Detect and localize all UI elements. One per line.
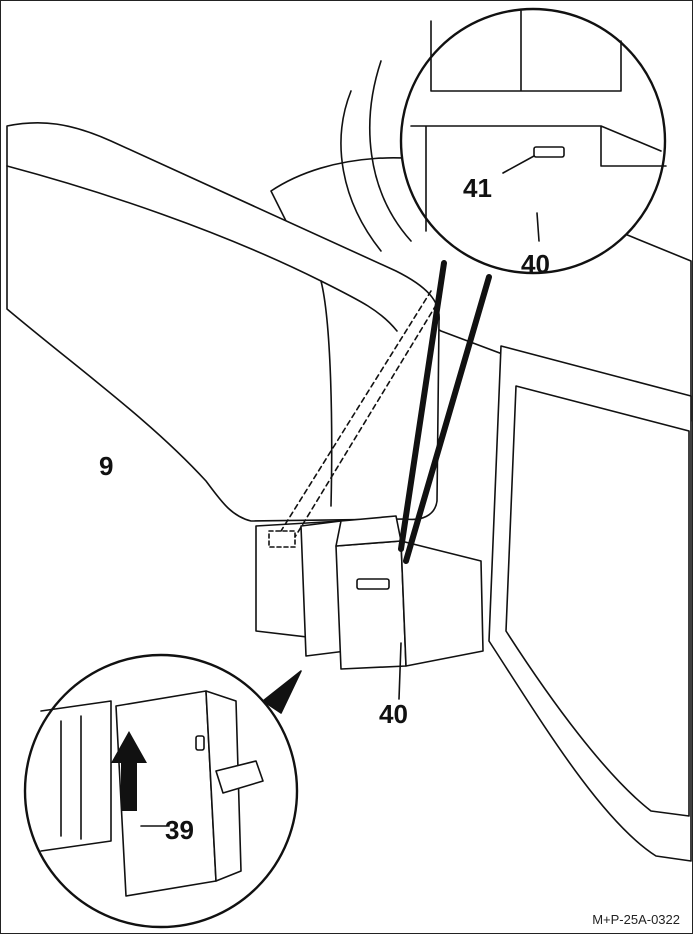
detail-circle-top [399, 7, 667, 275]
holder-lower-top [335, 515, 402, 547]
detail-bottom-tab [215, 760, 264, 794]
detail-top-upper [430, 10, 622, 92]
holder-lower-slot [356, 578, 390, 590]
leader-41 [502, 155, 535, 174]
holder-lower [335, 540, 407, 670]
connector-top-right [403, 274, 492, 564]
detail-bottom-slot [195, 735, 205, 751]
armrest-top-edge [6, 165, 398, 332]
connector-bottom [262, 670, 302, 714]
seat-back-curve [340, 90, 382, 252]
detail-top-housing [410, 125, 667, 232]
detail-bottom-frame [40, 700, 112, 852]
callout-40-bottom: 40 [379, 699, 408, 729]
arrow-up-icon [111, 731, 147, 811]
dashed-ray-1 [280, 290, 432, 532]
callout-41: 41 [463, 173, 492, 203]
display-screen [505, 385, 690, 817]
leader-40-bottom [398, 642, 402, 700]
connector-top-left [398, 260, 447, 552]
armrest-front-edge [320, 280, 333, 507]
callout-40-top: 40 [521, 249, 550, 279]
callout-9: 9 [99, 451, 114, 481]
holder-lower-face [400, 540, 484, 667]
dashed-ray-2 [294, 296, 442, 538]
seat-back-curve-2 [369, 60, 412, 242]
reference-code: M+P-25A-0322 [592, 912, 680, 927]
leader-40-top [536, 212, 540, 242]
detail-top-slot [533, 146, 565, 158]
callout-39: 39 [165, 815, 194, 845]
